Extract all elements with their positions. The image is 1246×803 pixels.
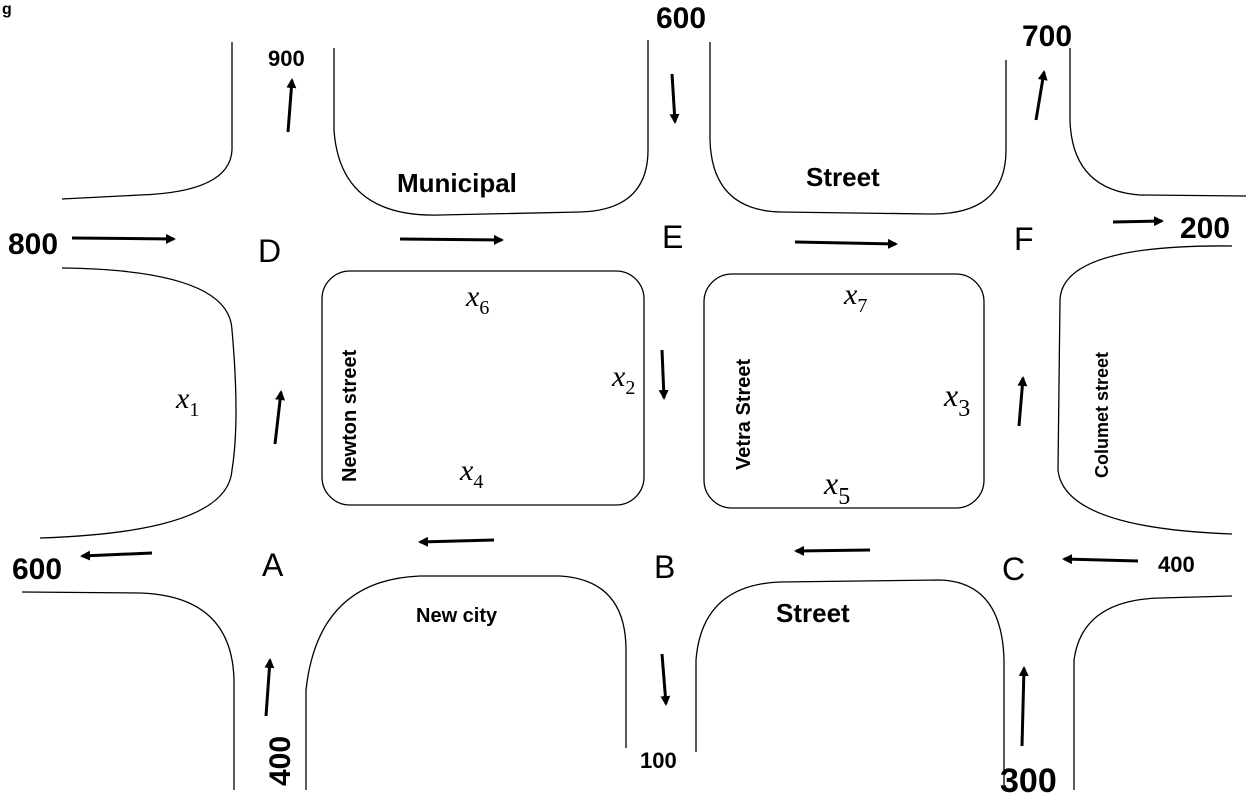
- road-edge-street-top: [709, 42, 1007, 215]
- road-edge-right-block: [1057, 245, 1233, 535]
- street-newton: Newton street: [339, 349, 361, 482]
- flow-700: 700: [1022, 20, 1072, 53]
- street-bottom: Street: [776, 598, 850, 628]
- street-vetra: Vetra Street: [733, 358, 755, 470]
- flow-200: 200: [1180, 212, 1230, 245]
- var-x6: x6: [465, 280, 489, 319]
- arrow-x2-down: [658, 349, 669, 400]
- flow-400-right: 400: [1158, 552, 1195, 577]
- road-edge-top-right: [1069, 48, 1246, 197]
- arrow-f-up: [1034, 70, 1048, 121]
- figure-caption: g: [2, 1, 12, 18]
- flow-900: 900: [268, 46, 305, 71]
- arrow-x5-left: [794, 545, 871, 556]
- node-d: D: [258, 233, 281, 269]
- var-x7: x7: [843, 278, 867, 317]
- arrow-200-out: [1112, 216, 1164, 227]
- arrow-x7-right: [794, 238, 898, 249]
- arrow-x1-up: [273, 390, 286, 445]
- arrow-400-in-bottom: [264, 658, 275, 717]
- node-c: C: [1002, 551, 1025, 587]
- road-edge-municipal-top: [333, 40, 649, 216]
- node-b: B: [654, 549, 675, 585]
- arrow-x3-up: [1017, 376, 1028, 427]
- arrow-100-out: [660, 653, 671, 706]
- flow-600-top: 600: [656, 2, 706, 35]
- flow-800: 800: [8, 228, 58, 261]
- city-block-left: [321, 270, 645, 506]
- city-block-right: [703, 273, 985, 509]
- flow-600-left: 600: [12, 553, 62, 586]
- arrow-x6-right: [399, 234, 504, 245]
- node-a: A: [262, 547, 284, 583]
- var-x3: x3: [943, 377, 970, 422]
- arrow-x4-left: [418, 536, 495, 547]
- road-edge-bottom-right: [1073, 595, 1233, 790]
- arrow-d-up: [286, 78, 297, 133]
- road-edge-new-city-bottom: [305, 575, 627, 790]
- arrow-e-down: [669, 73, 680, 124]
- var-x5: x5: [823, 465, 850, 510]
- flow-300: 300: [1000, 762, 1057, 800]
- arrow-300-in: [1018, 666, 1029, 747]
- street-columet: Columet street: [1092, 352, 1112, 478]
- arrow-800-in: [71, 233, 176, 244]
- street-top: Street: [806, 162, 880, 192]
- road-edge-left-block: [39, 267, 237, 539]
- arrow-400-in-right: [1062, 554, 1139, 565]
- road-edge-top-left: [61, 42, 233, 200]
- flow-400-bottom: 400: [264, 736, 297, 786]
- street-new-city: New city: [416, 605, 498, 627]
- street-municipal: Municipal: [397, 168, 517, 198]
- road-edge-street-bottom: [695, 579, 1005, 785]
- node-f: F: [1014, 221, 1034, 257]
- var-x2: x2: [611, 360, 635, 399]
- road-edge-bottom-left: [21, 591, 235, 790]
- var-x1: x1: [175, 382, 199, 421]
- arrow-600-out: [80, 550, 153, 561]
- flow-100: 100: [640, 748, 677, 773]
- var-x4: x4: [459, 454, 483, 493]
- node-e: E: [662, 219, 683, 255]
